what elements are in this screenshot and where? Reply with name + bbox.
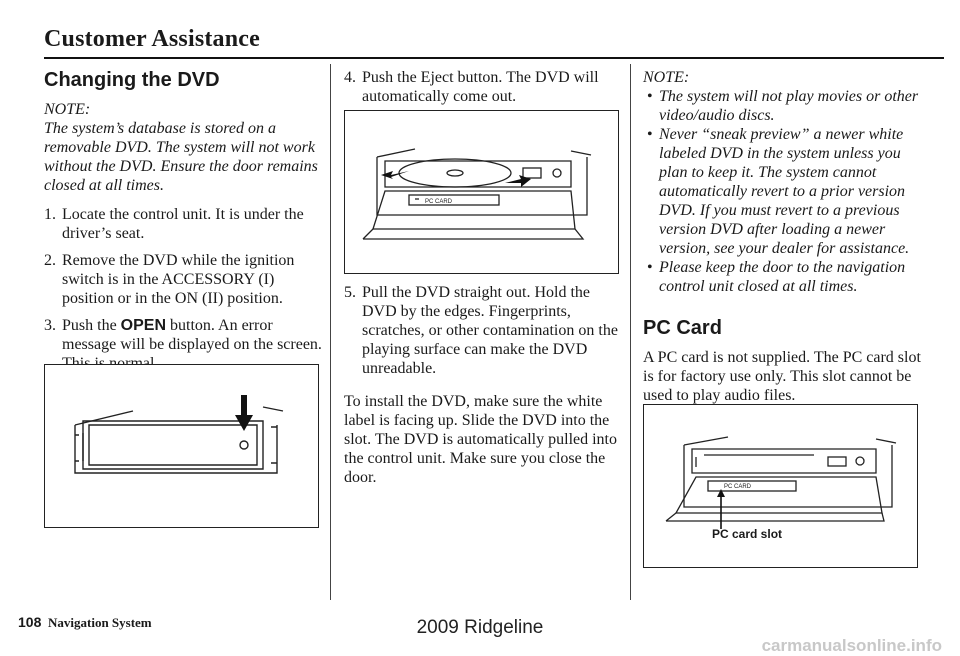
pc-card-text: A PC card is not supplied. The PC card s…	[643, 349, 921, 404]
install-paragraph: To install the DVD, make sure the white …	[344, 393, 617, 486]
eject-arrow-icon	[505, 175, 531, 187]
pc-card-slot-caption: PC card slot	[712, 527, 783, 541]
section-title-pc-card: PC Card	[643, 317, 722, 339]
page-number: 108	[18, 614, 42, 630]
pc-card-label: PC CARD	[425, 199, 453, 205]
control-unit-closed-illustration	[74, 395, 284, 474]
page-header-title: Customer Assistance	[44, 26, 261, 52]
note-label-2: NOTE:	[643, 69, 690, 86]
step-1: 1.Locate the control unit. It is under t…	[44, 206, 304, 242]
footer-label: Navigation System	[48, 615, 152, 630]
figure-control-unit-closed	[44, 364, 319, 528]
note-bullet-3: •Please keep the door to the navigation …	[647, 259, 906, 295]
site-watermark: carmanualsonline.info	[761, 636, 942, 655]
column-3: NOTE: •The system will not play movies o…	[643, 68, 925, 405]
note-label: NOTE:	[44, 101, 91, 118]
pc-card-slot-label: PC CARD	[724, 484, 752, 490]
model-watermark: 2009 Ridgeline	[416, 617, 544, 638]
step-2: 2.Remove the DVD while the ignition swit…	[44, 252, 295, 307]
header-rule	[44, 57, 944, 59]
figure-pc-card-slot: PC CARD PC card slot	[643, 404, 918, 568]
push-arrow-icon	[235, 395, 253, 431]
section-title-changing-dvd: Changing the DVD	[44, 69, 220, 91]
column-2: 4.Push the Eject button. The DVD will au…	[344, 68, 626, 114]
note-bullet-2: •Never “sneak preview” a newer white lab…	[647, 126, 910, 257]
open-keyword: OPEN	[120, 317, 167, 334]
pc-card-slot-illustration: PC CARD	[665, 436, 897, 529]
dvd-eject-illustration: PC CARD	[362, 148, 592, 240]
step-4: 4.Push the Eject button. The DVD will au…	[344, 69, 599, 105]
dvd-out-arrow-icon	[381, 171, 409, 179]
column-1: Changing the DVD NOTE: The system’s data…	[44, 68, 326, 381]
column-divider-1	[330, 64, 331, 600]
pointer-arrow-icon	[717, 489, 725, 497]
column-2-lower: 5.Pull the DVD straight out. Hold the DV…	[344, 283, 626, 487]
note-text: The system’s database is stored on a rem…	[44, 120, 318, 194]
column-divider-2	[630, 64, 631, 600]
step-5: 5.Pull the DVD straight out. Hold the DV…	[344, 284, 618, 377]
note-bullet-1: •The system will not play movies or othe…	[647, 88, 919, 124]
figure-dvd-eject: PC CARD	[344, 110, 619, 274]
